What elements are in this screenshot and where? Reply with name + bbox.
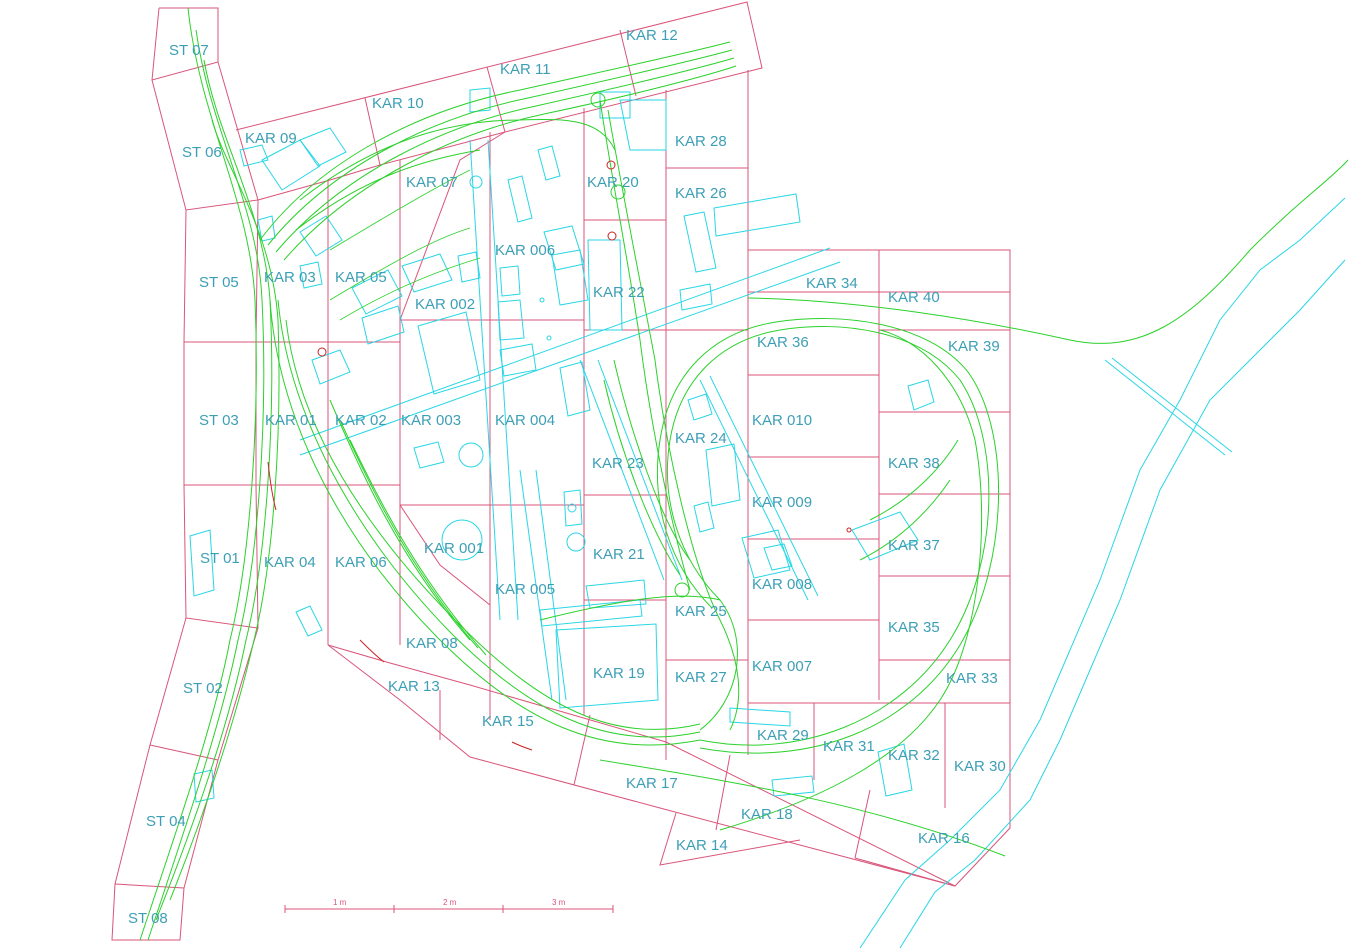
label-kar39: KAR 39 [948,338,1000,355]
label-kar008: KAR 008 [752,576,812,593]
label-st03: ST 03 [199,412,239,429]
label-kar38: KAR 38 [888,455,940,472]
label-kar003: KAR 003 [401,412,461,429]
section-boundaries [111,1,1011,941]
label-kar10: KAR 10 [372,95,424,112]
label-kar34: KAR 34 [806,275,858,292]
label-st04: ST 04 [146,813,186,830]
label-st02: ST 02 [183,680,223,697]
label-kar22: KAR 22 [593,284,645,301]
label-kar24: KAR 24 [675,430,727,447]
label-st07: ST 07 [169,42,209,59]
label-kar005: KAR 005 [495,581,555,598]
label-kar18: KAR 18 [741,806,793,823]
label-kar03: KAR 03 [264,269,316,286]
label-kar01: KAR 01 [265,412,317,429]
label-kar004: KAR 004 [495,412,555,429]
building-outlines [189,87,1346,949]
label-st01: ST 01 [200,550,240,567]
label-kar12: KAR 12 [626,27,678,44]
label-kar14: KAR 14 [676,837,728,854]
label-kar09: KAR 09 [245,130,297,147]
label-kar06: KAR 06 [335,554,387,571]
label-kar25: KAR 25 [675,603,727,620]
label-kar001: KAR 001 [424,540,484,557]
label-st06: ST 06 [182,144,222,161]
label-kar002: KAR 002 [415,296,475,313]
label-st05: ST 05 [199,274,239,291]
label-kar26: KAR 26 [675,185,727,202]
label-kar07: KAR 07 [406,174,458,191]
label-kar05: KAR 05 [335,269,387,286]
label-kar006: KAR 006 [495,242,555,259]
label-kar32: KAR 32 [888,747,940,764]
red-markers [267,160,852,751]
label-kar19: KAR 19 [593,665,645,682]
label-kar23: KAR 23 [592,455,644,472]
label-kar20: KAR 20 [587,174,639,191]
label-kar08: KAR 08 [406,635,458,652]
marker-icon [607,231,617,241]
scale-label-1: 1 m [333,898,347,907]
marker-icon [606,160,616,170]
marker-icon [846,527,852,533]
label-kar36: KAR 36 [757,334,809,351]
label-kar010: KAR 010 [752,412,812,429]
label-kar04: KAR 04 [264,554,316,571]
label-kar33: KAR 33 [946,670,998,687]
marker-icon [317,347,327,357]
scale-bar: 1 m 2 m 3 m [284,898,614,913]
label-kar007: KAR 007 [752,658,812,675]
label-kar28: KAR 28 [675,133,727,150]
label-kar15: KAR 15 [482,713,534,730]
label-st08: ST 08 [128,910,168,927]
label-kar29: KAR 29 [757,727,809,744]
label-kar31: KAR 31 [823,738,875,755]
section-labels: ST 07 ST 06 ST 05 ST 03 ST 01 ST 02 ST 0… [128,27,1006,927]
label-kar21: KAR 21 [593,546,645,563]
label-kar009: KAR 009 [752,494,812,511]
label-kar17: KAR 17 [626,775,678,792]
label-kar37: KAR 37 [888,537,940,554]
track-layout [139,7,1349,941]
label-kar35: KAR 35 [888,619,940,636]
label-kar02: KAR 02 [335,412,387,429]
label-kar27: KAR 27 [675,669,727,686]
label-kar16: KAR 16 [918,830,970,847]
label-kar30: KAR 30 [954,758,1006,775]
scale-label-2: 2 m [443,898,457,907]
label-kar13: KAR 13 [388,678,440,695]
label-kar11: KAR 11 [500,61,551,78]
label-kar40: KAR 40 [888,289,940,306]
scale-label-3: 3 m [552,898,566,907]
